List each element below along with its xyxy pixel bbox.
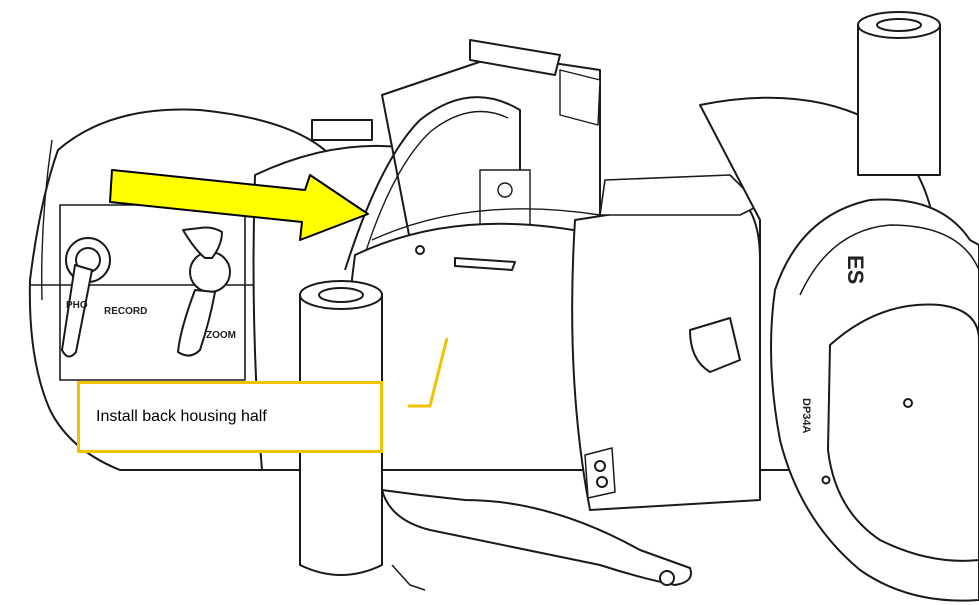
base-stand <box>381 489 692 591</box>
zoom-label: ZOOM <box>206 330 236 341</box>
main-cylinder <box>347 208 601 471</box>
zoom-wingnut <box>177 226 231 357</box>
record-label: RECORD <box>104 306 147 317</box>
lens-hood <box>770 198 979 602</box>
callout-leader-line <box>408 337 449 408</box>
right-post <box>857 11 941 176</box>
model-label: DP34A <box>800 398 812 434</box>
direction-arrow-icon <box>109 169 369 241</box>
photo-lever <box>61 237 111 358</box>
photo-label: PHO <box>66 300 88 311</box>
callout-text: Install back housing half <box>96 408 267 425</box>
callout-box: Install back housing half <box>77 381 383 453</box>
brand-label: ES <box>843 255 868 284</box>
